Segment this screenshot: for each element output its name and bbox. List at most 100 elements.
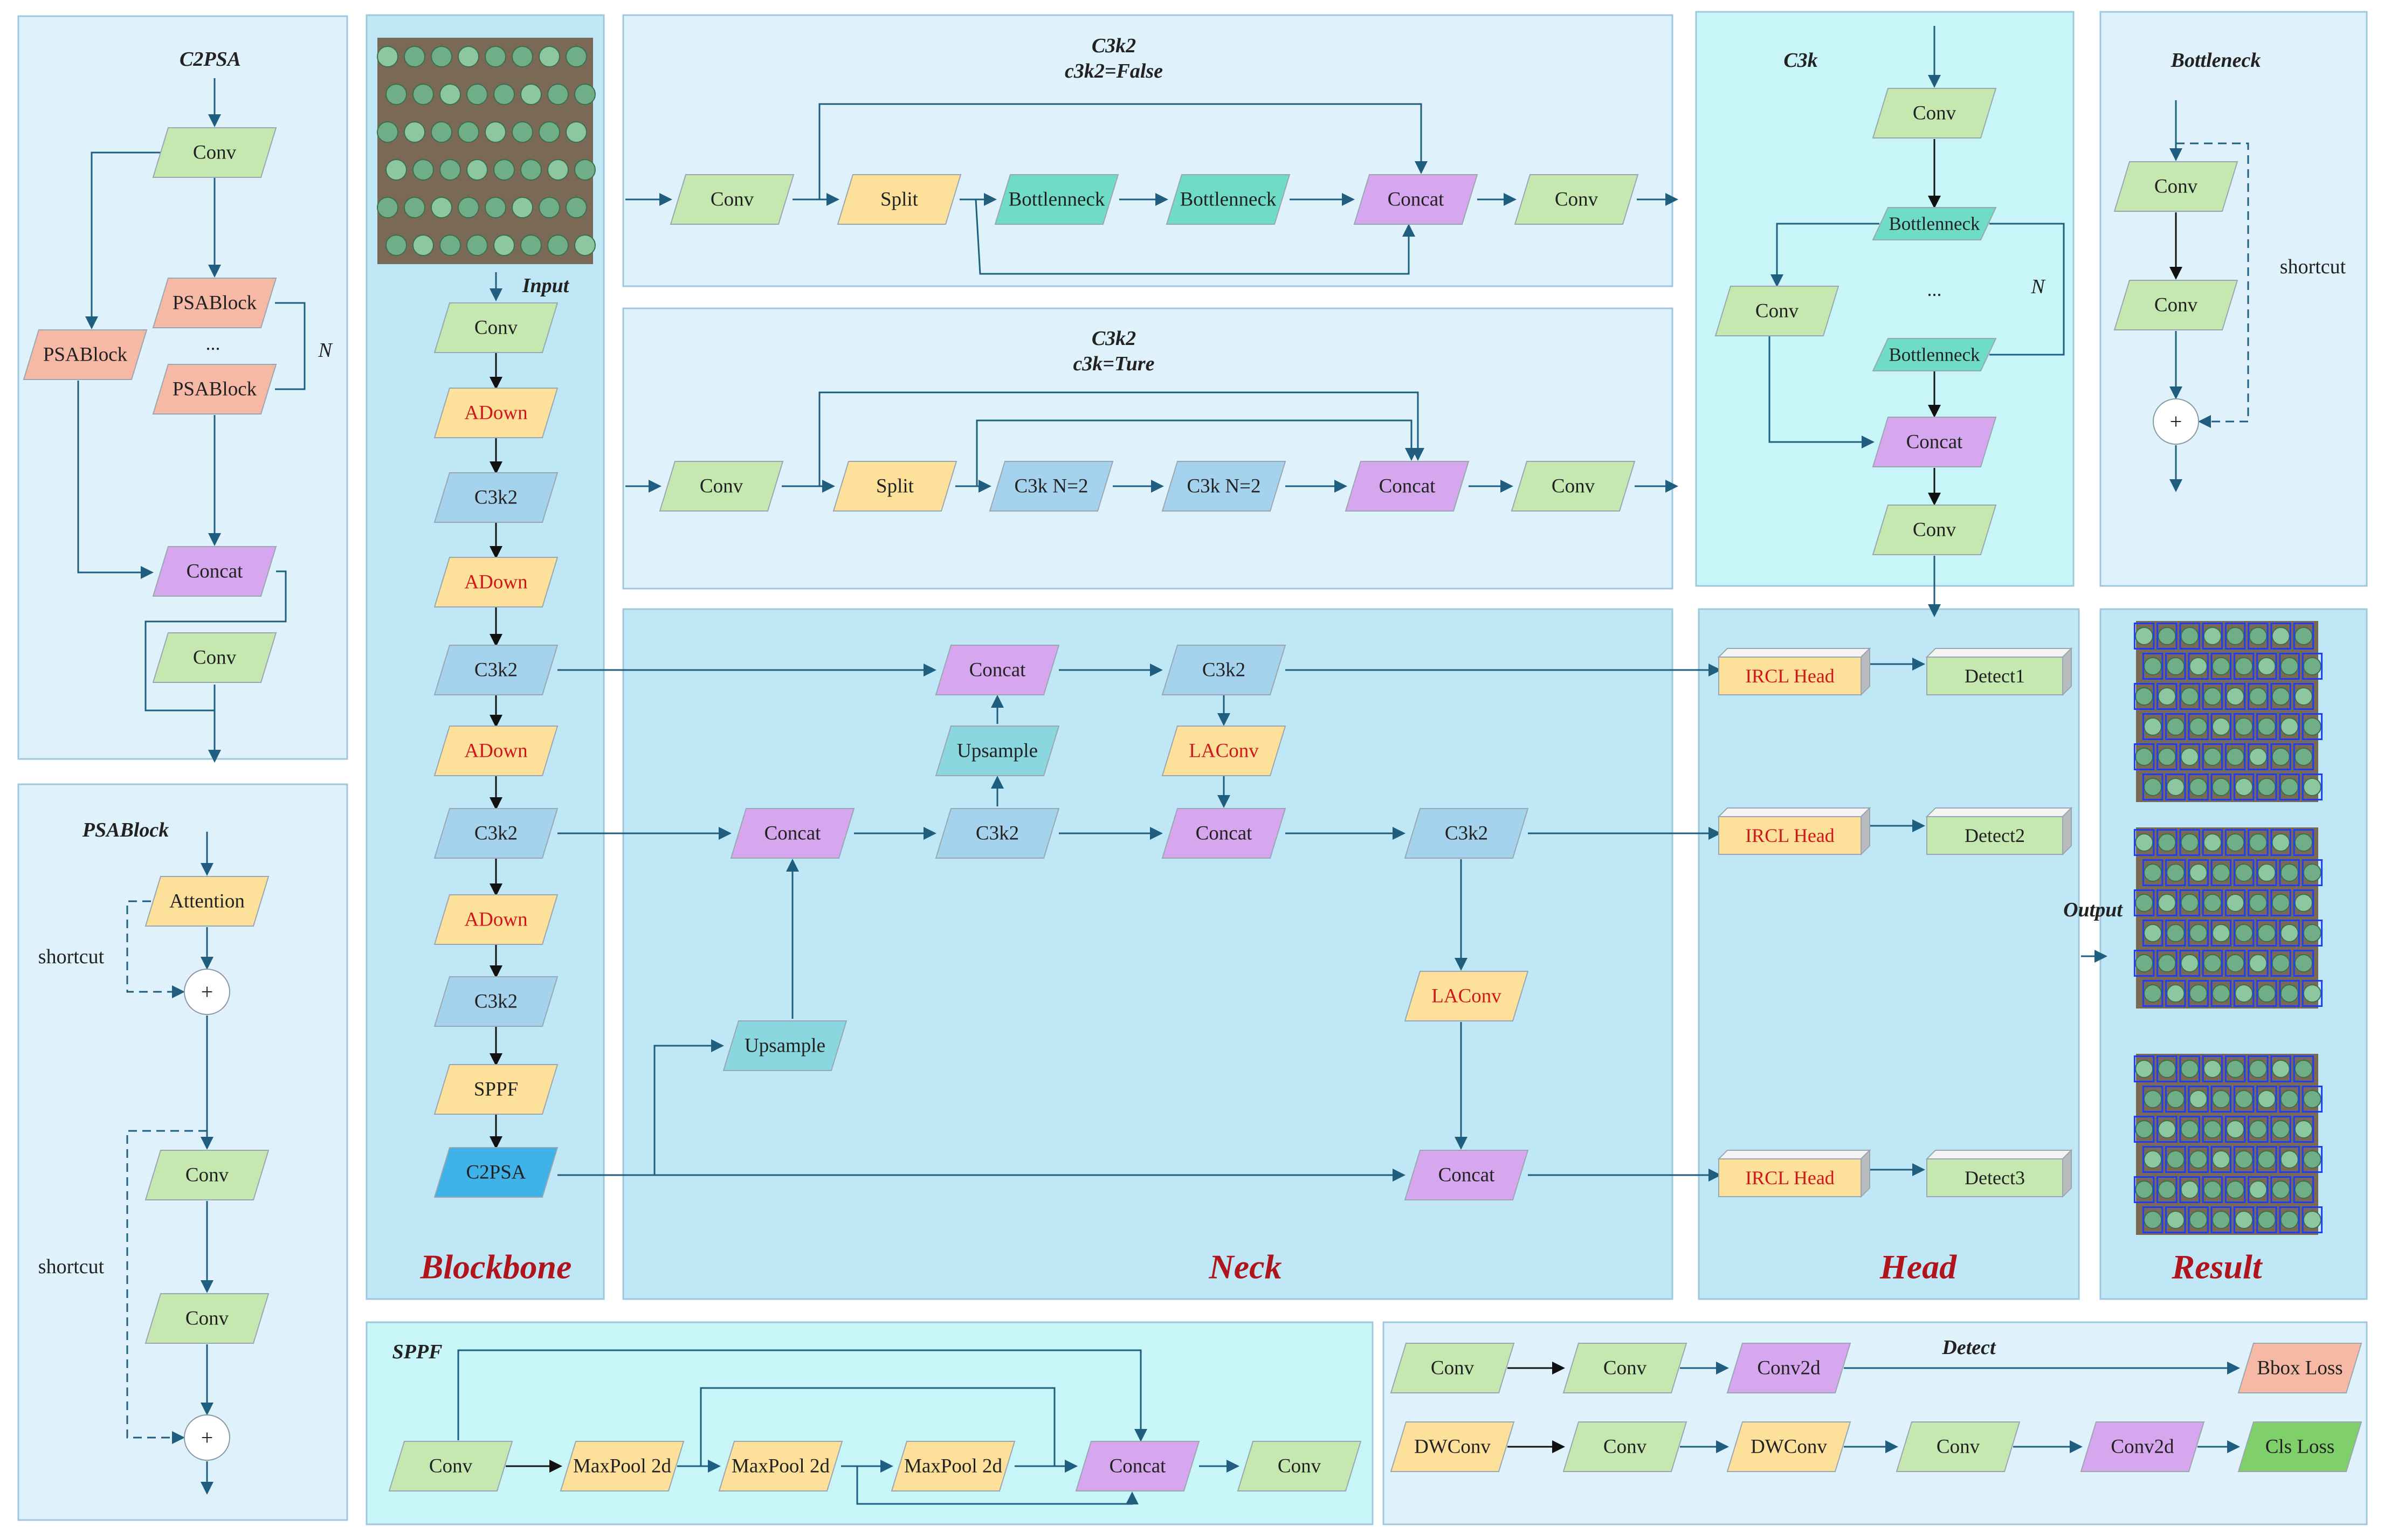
k_conv-block: Conv <box>1872 88 1997 139</box>
c2_psa1-block: PSABlock <box>152 278 277 328</box>
plant <box>2303 717 2321 736</box>
h2-block: IRCL Head <box>1717 806 1871 856</box>
plant <box>2166 1089 2185 1109</box>
d3-block: Detect3 <box>1925 1149 2073 1198</box>
sum-circle <box>2153 398 2199 445</box>
backbone-c2psa-10: C2PSA <box>433 1147 559 1198</box>
plant <box>2271 747 2290 766</box>
block-shape <box>1161 808 1286 859</box>
block-shape <box>718 1441 843 1491</box>
c3k2-true-panel <box>622 307 1673 590</box>
plant <box>2257 777 2276 797</box>
block-label: PSABlock <box>173 292 257 314</box>
plant <box>2280 717 2299 736</box>
block-shape <box>1714 286 1839 336</box>
dt_conv4-block: Conv <box>1896 1421 2021 1472</box>
block-label: Detect3 <box>1965 1167 2025 1189</box>
detection-box <box>2256 713 2277 741</box>
block-shape <box>1161 461 1286 512</box>
psablock-title: PSABlock <box>82 819 169 841</box>
backbone-conv-0: Conv <box>433 302 559 353</box>
detection-box <box>2210 1145 2232 1173</box>
detection-box <box>2256 919 2277 947</box>
plant <box>2166 717 2185 736</box>
detection-box <box>2256 859 2277 887</box>
plant <box>2158 1120 2176 1139</box>
bn_conv2-block: Conv <box>2113 280 2238 330</box>
k_convL-block: Conv <box>1714 286 1839 336</box>
detection-box <box>2202 743 2223 771</box>
bn_conv1-block: Conv <box>2113 161 2238 212</box>
detection-box <box>2133 1176 2155 1204</box>
plant <box>2226 954 2245 973</box>
sum-circle <box>184 969 230 1015</box>
detection-box <box>2133 1115 2155 1143</box>
detection-box <box>2270 949 2291 977</box>
backbone-c3k2-2: C3k2 <box>433 472 559 523</box>
plant <box>377 121 398 143</box>
plant <box>412 234 434 256</box>
plant <box>2280 863 2299 882</box>
block-label: IRCL Head <box>1745 825 1835 846</box>
detection-box <box>2188 1085 2209 1113</box>
block-label: Conv <box>1603 1436 1647 1458</box>
dt_conv3-block: Conv <box>1562 1421 1687 1472</box>
plant <box>2144 1150 2162 1169</box>
dots-label: ... <box>1927 279 1942 300</box>
detection-box <box>2224 1055 2246 1083</box>
plant <box>566 197 587 218</box>
plant <box>2166 984 2185 1003</box>
plant <box>2294 626 2313 646</box>
block-label: C3k2 <box>474 823 518 845</box>
plant <box>458 121 479 143</box>
block-label: Detect1 <box>1965 665 2025 687</box>
block-label: Conv <box>1555 189 1598 211</box>
block-label: Bottlenneck <box>1889 213 1980 234</box>
arrow <box>275 302 306 390</box>
detection-box <box>2165 713 2186 741</box>
plant <box>2166 863 2185 882</box>
plant <box>2158 747 2176 766</box>
neck-panel <box>622 608 1673 1300</box>
detection-box <box>2270 743 2291 771</box>
detection-box <box>2202 682 2223 710</box>
detection-box <box>2156 1176 2178 1204</box>
block-label: C3k2 <box>1202 659 1245 681</box>
detection-box <box>2302 773 2323 801</box>
detection-box <box>2202 828 2223 857</box>
detection-box <box>2133 622 2155 650</box>
block-shape <box>1345 461 1470 512</box>
detection-box <box>2210 979 2232 1007</box>
c3k-title: C3k <box>1783 49 1817 72</box>
plant <box>431 197 452 218</box>
detection-box <box>2248 743 2269 771</box>
plant <box>2249 687 2268 706</box>
block-label: C3k2 <box>976 823 1019 845</box>
block-label: PSABlock <box>43 344 128 366</box>
detection-box <box>2248 828 2269 857</box>
detection-box <box>2165 1206 2186 1234</box>
block-shape <box>433 1147 559 1198</box>
block-shape <box>670 174 795 225</box>
detection-box <box>2233 1085 2255 1113</box>
detection-box <box>2165 1145 2186 1173</box>
block-shape <box>832 461 957 512</box>
block-shape <box>433 472 559 523</box>
shortcut-label: shortcut <box>2280 255 2346 278</box>
detection-box <box>2188 713 2209 741</box>
block-label: Concat <box>1110 1455 1167 1477</box>
plant <box>404 197 425 218</box>
detection-box <box>2224 682 2246 710</box>
s_conv-block: Conv <box>388 1441 513 1491</box>
t_split-block: Split <box>832 461 957 512</box>
block-shape <box>1511 461 1636 512</box>
detection-box <box>2202 1055 2223 1083</box>
block-shape <box>1166 174 1291 225</box>
block-shape <box>152 632 277 683</box>
t_cat-block: Concat <box>1345 461 1470 512</box>
plant <box>2180 1180 2199 1199</box>
block-shape <box>935 726 1060 776</box>
sum-circle <box>184 1414 230 1461</box>
block-label: IRCL Head <box>1745 1167 1835 1189</box>
block-shape <box>23 329 148 380</box>
